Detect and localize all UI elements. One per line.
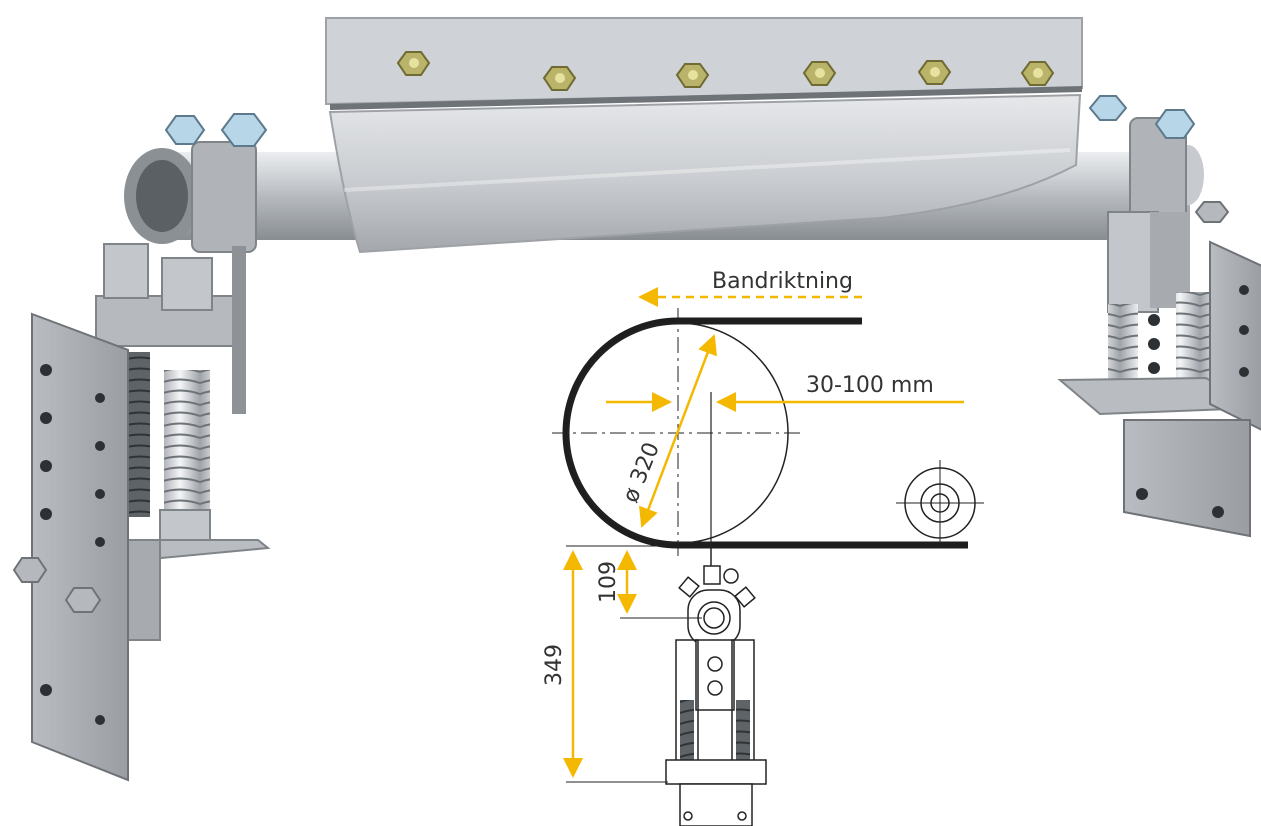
hex-bolt-icon bbox=[542, 66, 577, 91]
hex-bolt-icon bbox=[675, 63, 710, 88]
belt-direction-label: Bandriktning bbox=[712, 269, 853, 294]
hex-bolt-icon bbox=[396, 51, 431, 76]
scraper-blade bbox=[325, 17, 1083, 254]
technical-drawing: Bandriktning ø 320 30-100 mm bbox=[542, 269, 984, 826]
dim-label-349: 349 bbox=[542, 644, 567, 686]
diameter-arrow bbox=[639, 334, 717, 528]
gap-range-label: 30-100 mm bbox=[806, 373, 934, 398]
left-clamp-collar bbox=[164, 113, 268, 253]
right-tensioner bbox=[1057, 201, 1261, 538]
right-clamp-collar bbox=[1088, 95, 1196, 219]
cleaner-side-view bbox=[665, 548, 767, 826]
diameter-label: ø 320 bbox=[618, 439, 665, 506]
left-tensioner bbox=[12, 243, 271, 782]
hex-bolt-icon bbox=[917, 60, 952, 85]
dim-label-109: 109 bbox=[596, 561, 621, 603]
hex-bolt-icon bbox=[1020, 61, 1055, 86]
snub-pulley-icon bbox=[896, 460, 984, 546]
cleaner-3d-render bbox=[12, 17, 1261, 782]
blade-bolts bbox=[396, 51, 1055, 91]
hex-bolt-icon bbox=[802, 61, 837, 86]
